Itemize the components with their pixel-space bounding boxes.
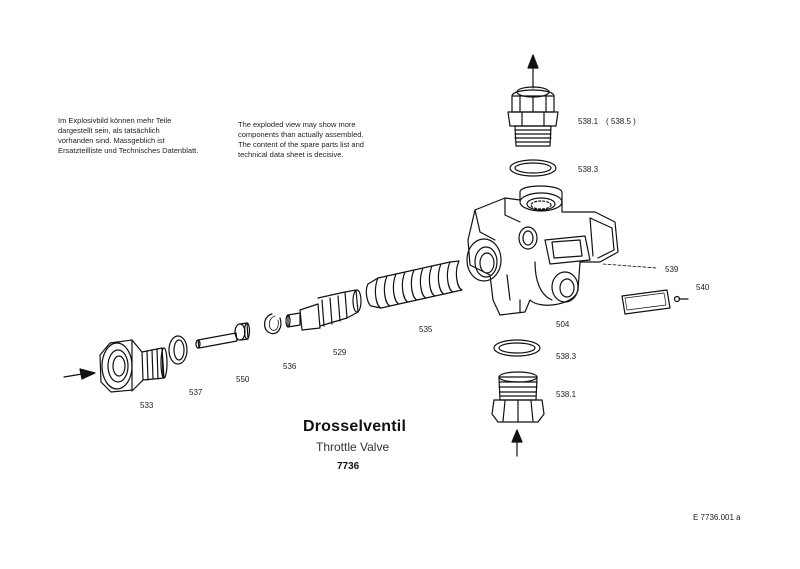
valve-body-504 [466, 185, 619, 316]
spring-535 [365, 260, 463, 309]
circlip-536 [264, 313, 282, 335]
part-label-540: 540 [696, 283, 710, 292]
part-label-537: 537 [189, 388, 203, 397]
fitting-538-1-bottom [491, 371, 545, 423]
name-plate-539 [621, 289, 671, 315]
part-label-504: 504 [556, 320, 570, 329]
part-label-538-1-bottom: 538.1 [556, 390, 577, 399]
part-label-533: 533 [140, 401, 154, 410]
part-label-550: 550 [236, 375, 250, 384]
part-label-538-1-top: 538.1 [578, 117, 599, 126]
part-label-538-3-top: 538.3 [578, 165, 599, 174]
piston-529 [285, 289, 362, 331]
note-german: Im Explosivbild können mehr Teile darges… [58, 116, 199, 155]
part-label-535: 535 [419, 325, 433, 334]
part-label-536: 536 [283, 362, 297, 371]
o-ring-537 [168, 335, 188, 365]
pin-550 [195, 322, 251, 349]
part-label-529: 529 [333, 348, 347, 357]
flow-arrow-top [527, 54, 539, 89]
part-label-538-3-bottom: 538.3 [556, 352, 577, 361]
part-label-539: 539 [665, 265, 679, 274]
rivet-540 [673, 295, 689, 303]
document-reference: E 7736.001 a [693, 513, 741, 522]
note-english: The exploded view may show more componen… [238, 120, 364, 159]
drawing-title: Drosselventil [303, 418, 407, 435]
seal-ring-538-3-top [509, 159, 557, 177]
fitting-538-1-top [507, 86, 559, 147]
fitting-533 [99, 339, 168, 393]
seal-ring-538-3-bottom [493, 339, 541, 357]
flow-arrow-left [63, 368, 96, 380]
part-label-538-5: ( 538.5 ) [606, 117, 636, 126]
model-number: 7736 [337, 461, 360, 472]
drawing-subtitle: Throttle Valve [316, 440, 390, 454]
flow-arrow-bottom [511, 429, 523, 457]
